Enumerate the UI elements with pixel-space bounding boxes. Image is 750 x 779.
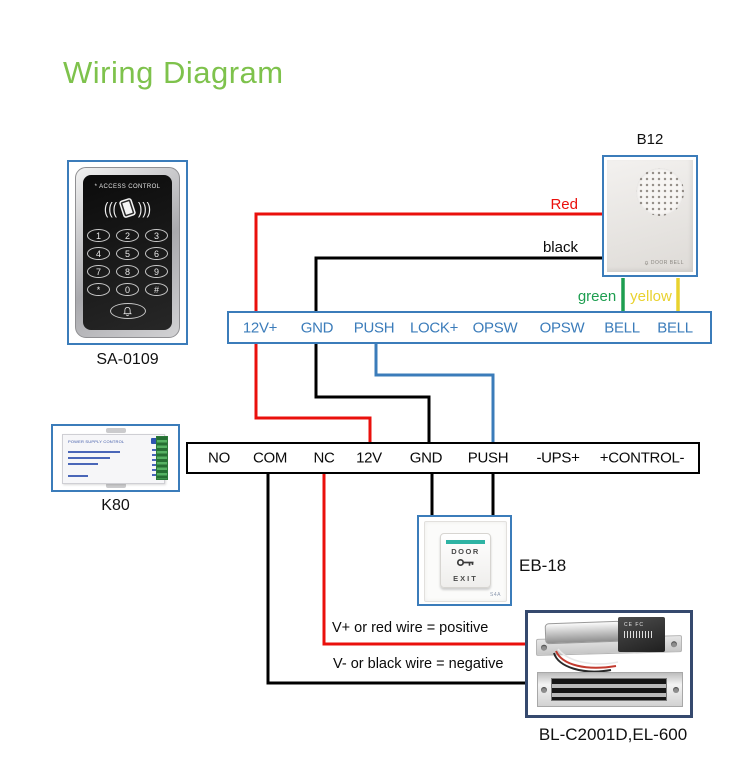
- doorbell-device: DOOR BELL: [602, 155, 698, 277]
- terminal-gnd-2: GND: [409, 449, 443, 467]
- psu-spec-line: [68, 457, 110, 459]
- terminal-com: COM: [252, 449, 288, 467]
- exit-button-door-text: DOOR: [451, 547, 480, 556]
- keypad-panel: * ACCESS CONTROL ((( ))) 1 2 3 4 5 6 7 8…: [83, 175, 172, 330]
- wire-black-gnd-to-gnd: [314, 342, 431, 446]
- wire-red-12v-to-doorbell: [254, 212, 604, 313]
- terminal-opsw-2: OPSW: [539, 319, 585, 336]
- doorbell-panel: DOOR BELL: [607, 160, 693, 272]
- doorbell-text: DOOR BELL: [650, 260, 684, 266]
- rfid-waves-right-icon: ))): [138, 198, 151, 218]
- keypad-device: * ACCESS CONTROL ((( ))) 1 2 3 4 5 6 7 8…: [67, 160, 188, 345]
- terminal-push-2: PUSH: [467, 449, 509, 467]
- lock-pigtail-wires: [553, 648, 619, 673]
- note-positive: V+ or red wire = positive: [332, 620, 489, 636]
- psu-spec-line: [68, 463, 98, 465]
- terminal-12v: 12V: [356, 449, 382, 467]
- psu-label: K80: [101, 497, 130, 514]
- psu-device: POWER SUPPLY CONTROL: [51, 424, 180, 492]
- keypad-label: SA-0109: [96, 351, 159, 368]
- keypad-panel-title: * ACCESS CONTROL: [94, 184, 161, 190]
- black-wire-label: black: [542, 239, 578, 256]
- controller-terminal-strip: NO COM NC 12V GND PUSH -UPS+ +CONTROL-: [186, 442, 700, 474]
- terminal-bell-2: BELL: [657, 319, 693, 336]
- terminal-lock-plus: LOCK+: [409, 319, 459, 336]
- screw-hole-icon: [541, 687, 547, 693]
- key-1: 1: [87, 229, 110, 242]
- barcode-icon: [624, 631, 654, 638]
- maglock-pole-stripes: [551, 678, 667, 701]
- psu-body: POWER SUPPLY CONTROL: [62, 434, 165, 484]
- psu-mount-tab-top: [105, 428, 126, 433]
- terminal-push: PUSH: [353, 319, 395, 336]
- wire-black-com-to-lock: [266, 472, 528, 685]
- terminal-ups: -UPS+: [536, 449, 580, 467]
- doorbell-label: B12: [636, 131, 664, 148]
- key-4: 4: [87, 247, 110, 260]
- terminal-no: NO: [208, 449, 230, 467]
- psu-terminal-block: [156, 436, 168, 480]
- exit-button-label: EB-18: [519, 556, 567, 575]
- key-2: 2: [116, 229, 139, 242]
- terminal-nc: NC: [313, 449, 335, 467]
- terminal-bell-1: BELL: [604, 319, 640, 336]
- terminal-12v-plus: 12V+: [242, 319, 278, 336]
- exit-button-plate: DOOR EXIT S4A: [424, 521, 507, 602]
- screw-hole-icon: [673, 687, 679, 693]
- psu-spec-line: [68, 475, 88, 477]
- speaker-grille-icon: [636, 168, 684, 216]
- psu-logo: [151, 438, 160, 444]
- psu-spec-line: [68, 451, 120, 453]
- mini-bell-icon: [644, 260, 649, 266]
- terminal-gnd: GND: [300, 319, 334, 336]
- key-9: 9: [145, 265, 168, 278]
- wire-blue-push-to-push: [374, 342, 495, 446]
- rfid-card-icon: [118, 197, 137, 219]
- lock-device: CE FC: [525, 610, 693, 718]
- psu-mount-tab-bottom: [105, 483, 126, 488]
- lock-label: BL-C2001D,EL-600: [538, 725, 688, 744]
- doorbell-panel-text: DOOR BELL: [644, 260, 684, 266]
- exit-button-device: DOOR EXIT S4A: [417, 515, 512, 606]
- psu-panel-text: POWER SUPPLY CONTROL: [68, 439, 125, 444]
- wire-black-gnd-to-doorbell: [314, 256, 604, 313]
- key-icon: [456, 558, 473, 567]
- bolt-lock-cap: CE FC: [618, 617, 665, 652]
- green-wire-label: green: [577, 288, 617, 305]
- key-6: 6: [145, 247, 168, 260]
- key-hash: #: [145, 283, 168, 296]
- exit-button-face: DOOR EXIT: [440, 533, 491, 588]
- exit-button-brand: S4A: [490, 592, 501, 598]
- keypad-bell-button: [109, 303, 146, 319]
- bell-icon: [123, 306, 132, 316]
- keypad-keys: 1 2 3 4 5 6 7 8 9 * 0 #: [83, 229, 172, 296]
- terminal-control: +CONTROL-: [599, 449, 685, 467]
- note-negative: V- or black wire = negative: [333, 656, 504, 672]
- rfid-waves-left-icon: (((: [104, 198, 117, 218]
- page-title: Wiring Diagram: [63, 55, 284, 90]
- keypad-frame: * ACCESS CONTROL ((( ))) 1 2 3 4 5 6 7 8…: [75, 167, 180, 338]
- exit-button-teal-bar: [446, 540, 485, 544]
- key-0: 0: [116, 283, 139, 296]
- key-star: *: [87, 283, 110, 296]
- lock-cap-marks: CE FC: [624, 622, 644, 628]
- wire-red-12v-to-12v: [254, 342, 372, 446]
- red-wire-label: Red: [550, 196, 578, 213]
- wire-red-nc-to-lock: [322, 472, 528, 646]
- yellow-wire-label: yellow: [630, 288, 672, 305]
- rfid-reader-area: ((( ))): [83, 192, 172, 224]
- key-5: 5: [116, 247, 139, 260]
- key-8: 8: [116, 265, 139, 278]
- maglock-plate: [537, 672, 683, 707]
- exit-button-exit-text: EXIT: [453, 574, 478, 583]
- key-7: 7: [87, 265, 110, 278]
- key-3: 3: [145, 229, 168, 242]
- terminal-opsw-1: OPSW: [472, 319, 518, 336]
- keypad-terminal-strip: 12V+ GND PUSH LOCK+ OPSW OPSW BELL BELL: [227, 311, 712, 344]
